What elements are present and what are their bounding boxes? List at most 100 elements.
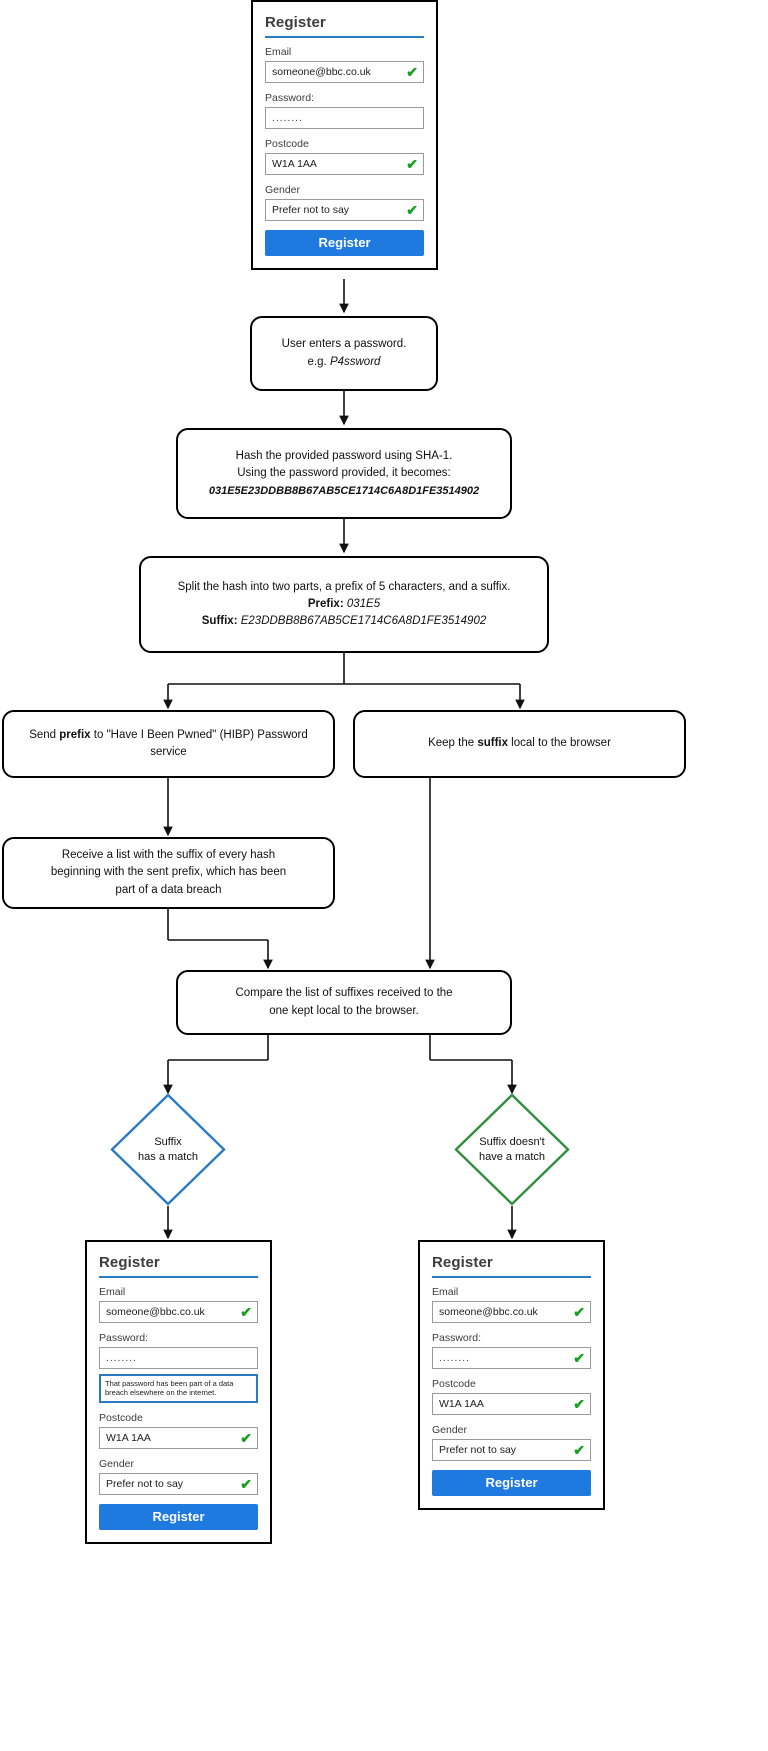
gender-field-group: Gender Prefer not to say ✔	[432, 1424, 591, 1461]
decision-match-label: Suffix has a match	[138, 1135, 198, 1165]
decision-nomatch-line-2: have a match	[478, 1150, 546, 1163]
step-line-2: e.g. P4ssword	[308, 354, 381, 371]
split-prefix-line: Prefix: 031E5	[308, 596, 380, 613]
decision-suffix-has-match: Suffix has a match	[110, 1093, 226, 1206]
postcode-field-group: Postcode W1A 1AA ✔	[265, 138, 424, 175]
hash-line-1: Hash the provided password using SHA-1.	[235, 450, 453, 462]
password-label: Password:	[99, 1332, 149, 1344]
check-icon: ✔	[406, 64, 418, 80]
postcode-label: Postcode	[432, 1378, 476, 1390]
email-field[interactable]: someone@bbc.co.uk ✔	[99, 1301, 258, 1323]
check-icon: ✔	[240, 1429, 252, 1446]
postcode-field-group: Postcode W1A 1AA ✔	[99, 1412, 258, 1449]
keep-suffix-text: Keep the suffix local to the browser	[428, 735, 611, 752]
prefix-label: Prefix:	[307, 597, 344, 610]
gender-select[interactable]: Prefer not to say ✔	[265, 199, 424, 221]
hash-line-2: Using the password provided, it becomes:	[237, 467, 451, 480]
decision-nomatch-line-1: Suffix doesn't	[479, 1135, 545, 1148]
page-title: Register	[99, 1254, 160, 1271]
suffix-value-text: E23DDBB8B67AB5CE1714C6A8D1FE3514902	[240, 615, 487, 628]
postcode-value: W1A 1AA	[272, 158, 317, 170]
prefix-value-text: 031E5	[346, 597, 381, 610]
receive-line-1: Receive a list with the suffix of every …	[61, 849, 276, 862]
check-icon: ✔	[406, 202, 418, 218]
register-button[interactable]: Register	[265, 230, 424, 256]
receive-line-3: part of a data breach	[115, 883, 222, 896]
password-field-group: Password: ........ That password has bee…	[99, 1332, 258, 1403]
keep-suffix-bold: suffix	[477, 737, 508, 750]
password-field[interactable]: ........	[265, 107, 424, 129]
title-divider	[265, 36, 424, 38]
password-value: ........	[106, 1352, 138, 1364]
password-field[interactable]: ........	[99, 1347, 258, 1369]
split-suffix-line: Suffix: E23DDBB8B67AB5CE1714C6A8D1FE3514…	[202, 613, 486, 630]
gender-label: Gender	[265, 184, 301, 196]
postcode-field[interactable]: W1A 1AA ✔	[432, 1393, 591, 1415]
gender-field-group: Gender Prefer not to say ✔	[265, 184, 424, 221]
send-prefix-text: Send prefix to "Have I Been Pwned" (HIBP…	[14, 727, 323, 762]
password-label: Password:	[265, 92, 315, 104]
hash-value: 031E5E23DDBB8B67AB5CE1714C6A8D1FE3514902	[208, 484, 480, 497]
gender-select[interactable]: Prefer not to say ✔	[99, 1472, 258, 1495]
gender-label: Gender	[99, 1457, 135, 1470]
email-value: someone@bbc.co.uk	[106, 1306, 205, 1318]
register-button[interactable]: Register	[432, 1470, 591, 1496]
page-title: Register	[432, 1254, 493, 1271]
password-field-group: Password: ........ ✔	[432, 1332, 591, 1369]
gender-field-group: Gender Prefer not to say ✔	[99, 1458, 258, 1495]
email-value: someone@bbc.co.uk	[439, 1306, 538, 1318]
suffix-label: Suffix:	[201, 615, 238, 628]
decision-match-line-1: Suffix	[154, 1135, 182, 1148]
postcode-value: W1A 1AA	[106, 1431, 151, 1444]
password-value: ........	[272, 112, 304, 124]
postcode-field[interactable]: W1A 1AA ✔	[99, 1426, 258, 1449]
step-split-hash: Split the hash into two parts, a prefix …	[139, 556, 549, 653]
postcode-label: Postcode	[99, 1411, 143, 1424]
keep-suffix-part2: local to the browser	[507, 737, 611, 750]
step-receive-suffix-list: Receive a list with the suffix of every …	[2, 837, 335, 909]
password-value: ........	[439, 1352, 471, 1364]
postcode-field[interactable]: W1A 1AA ✔	[265, 153, 424, 175]
gender-value: Prefer not to say	[439, 1444, 517, 1456]
step-keep-suffix-local: Keep the suffix local to the browser	[353, 710, 686, 778]
check-icon: ✔	[240, 1304, 252, 1320]
check-icon: ✔	[573, 1304, 585, 1320]
compare-line-2: one kept local to the browser.	[269, 1004, 419, 1017]
step-hash-password: Hash the provided password using SHA-1. …	[176, 428, 512, 519]
register-form-top: Register Email someone@bbc.co.uk ✔ Passw…	[251, 0, 438, 270]
decision-match-line-2: has a match	[138, 1150, 198, 1163]
diamond-shape-green	[454, 1093, 570, 1206]
register-form-breached: Register Email someone@bbc.co.uk ✔ Passw…	[85, 1240, 272, 1544]
check-icon: ✔	[406, 156, 418, 172]
email-value: someone@bbc.co.uk	[272, 66, 371, 78]
register-button[interactable]: Register	[99, 1503, 258, 1530]
gender-select[interactable]: Prefer not to say ✔	[432, 1439, 591, 1461]
postcode-label: Postcode	[265, 138, 309, 150]
send-prefix-part2: to "Have I Been Pwned" (HIBP) Password s…	[90, 728, 308, 758]
email-field[interactable]: someone@bbc.co.uk ✔	[265, 61, 424, 83]
compare-line-1: Compare the list of suffixes received to…	[235, 987, 453, 1000]
send-prefix-part1: Send	[29, 728, 60, 741]
gender-value: Prefer not to say	[272, 204, 350, 216]
email-field-group: Email someone@bbc.co.uk ✔	[99, 1286, 258, 1323]
email-field[interactable]: someone@bbc.co.uk ✔	[432, 1301, 591, 1323]
password-field[interactable]: ........ ✔	[432, 1347, 591, 1369]
password-field-group: Password: ........	[265, 92, 424, 129]
step-enter-password: User enters a password. e.g. P4ssword	[250, 316, 438, 391]
step-compare-suffixes: Compare the list of suffixes received to…	[176, 970, 512, 1035]
gender-value: Prefer not to say	[106, 1477, 184, 1490]
email-label: Email	[432, 1286, 459, 1298]
receive-line-2: beginning with the sent prefix, which ha…	[50, 866, 287, 879]
decision-nomatch-label: Suffix doesn't have a match	[479, 1135, 545, 1165]
decision-suffix-no-match: Suffix doesn't have a match	[454, 1093, 570, 1206]
password-label: Password:	[432, 1332, 482, 1344]
keep-suffix-part1: Keep the	[428, 737, 478, 750]
gender-label: Gender	[432, 1424, 468, 1436]
check-icon: ✔	[240, 1475, 252, 1492]
email-field-group: Email someone@bbc.co.uk ✔	[265, 46, 424, 83]
email-field-group: Email someone@bbc.co.uk ✔	[432, 1286, 591, 1323]
title-divider	[99, 1276, 258, 1278]
eg-prefix: e.g.	[307, 355, 330, 368]
step-send-prefix-hibp: Send prefix to "Have I Been Pwned" (HIBP…	[2, 710, 335, 778]
diamond-shape-blue	[110, 1093, 226, 1206]
